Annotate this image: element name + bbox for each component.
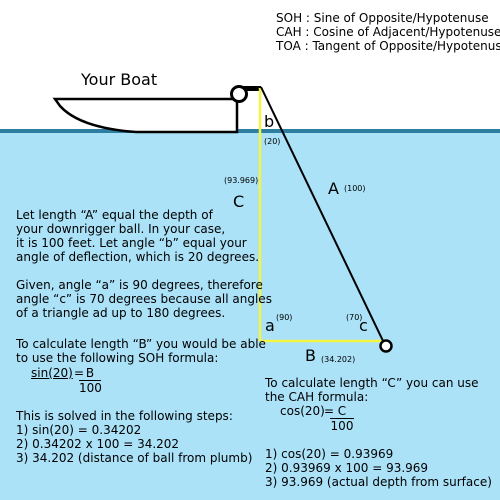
c-formula-eq: = — [324, 404, 335, 418]
legend-soh: SOH : Sine of Opposite/Hypotenuse — [276, 11, 489, 25]
intro-line: Let length “A” equal the depth of — [16, 208, 213, 222]
boat-label: Your Boat — [81, 70, 158, 89]
c-step: 2) 0.93969 x 100 = 93.969 — [265, 461, 429, 475]
b-step: 1) sin(20) = 0.34202 — [16, 423, 142, 437]
b-calc-steps: This is solved in the following steps: 1… — [16, 409, 252, 465]
side-a-value: (100) — [344, 184, 366, 193]
intro-line: your downrigger ball. In your case, — [16, 222, 226, 236]
b-formula-denominator: 100 — [79, 381, 102, 395]
c-formula-left: cos(20) — [280, 404, 325, 418]
side-c-value: (93.969) — [224, 176, 259, 185]
downrigger-pulley — [230, 85, 248, 103]
c-calc-line: the CAH formula: — [265, 390, 369, 404]
b-calc-line: To calculate length “B” you would be abl… — [16, 337, 266, 351]
angle-c-label: c — [359, 316, 368, 335]
c-formula-numerator: C — [330, 404, 354, 419]
angle-b-value: (20) — [264, 137, 281, 146]
intro-line: it is 100 feet. Let angle “b” equal your — [16, 236, 247, 250]
c-step: 3) 93.969 (actual depth from surface) — [265, 475, 492, 489]
side-a-label: A — [328, 179, 339, 198]
b-formula-left: sin(20) — [31, 366, 73, 380]
angle-a-label: a — [265, 316, 275, 335]
water-surface-line — [0, 129, 500, 133]
angle-b-label: b — [264, 112, 275, 131]
downrigger-ball — [379, 339, 393, 353]
downrigger-arm — [237, 86, 261, 91]
intro-line: angle of deflection, which is 20 degrees… — [16, 250, 260, 264]
given-line: angle “c” is 70 degrees because all angl… — [16, 292, 272, 306]
side-b-label: B — [305, 346, 316, 365]
side-c-label: C — [233, 192, 245, 211]
water-background — [0, 132, 500, 500]
b-step: 3) 34.202 (distance of ball from plumb) — [16, 451, 253, 465]
given-line: of a triangle ad up to 180 degrees. — [16, 306, 226, 320]
c-calc-steps: 1) cos(20) = 0.93969 2) 0.93969 x 100 = … — [265, 447, 492, 489]
c-formula-fraction: C 100 — [330, 404, 354, 433]
angle-a-value: (90) — [276, 313, 293, 322]
b-formula-eq: = — [74, 366, 85, 380]
c-calc-line: To calculate length “C” you can use — [265, 376, 479, 390]
b-calc-line: to use the following SOH formula: — [16, 351, 219, 365]
b-calc-intro: To calculate length “B” you would be abl… — [16, 337, 266, 365]
c-calc-intro: To calculate length “C” you can use the … — [265, 376, 479, 404]
boat-hull — [52, 97, 239, 134]
side-a-line — [260, 86, 386, 346]
b-step: 2) 0.34202 x 100 = 34.202 — [16, 437, 180, 451]
given-paragraph: Given, angle “a” is 90 degrees, therefor… — [16, 278, 272, 320]
b-formula-numerator: B — [79, 366, 101, 381]
c-step: 1) cos(20) = 0.93969 — [265, 447, 394, 461]
b-formula-fraction: B 100 — [79, 366, 102, 395]
c-formula-denominator: 100 — [330, 419, 354, 433]
side-b-value: (34.202) — [321, 355, 356, 364]
legend-toa: TOA : Tangent of Opposite/Hypotenuse — [276, 39, 500, 53]
given-line: Given, angle “a” is 90 degrees, therefor… — [16, 278, 263, 292]
b-solved-lead: This is solved in the following steps: — [16, 409, 233, 423]
angle-c-value: (70) — [346, 313, 363, 322]
intro-paragraph: Let length “A” equal the depth of your d… — [16, 208, 259, 264]
legend-cah: CAH : Cosine of Adjacent/Hypotenuse — [276, 25, 500, 39]
